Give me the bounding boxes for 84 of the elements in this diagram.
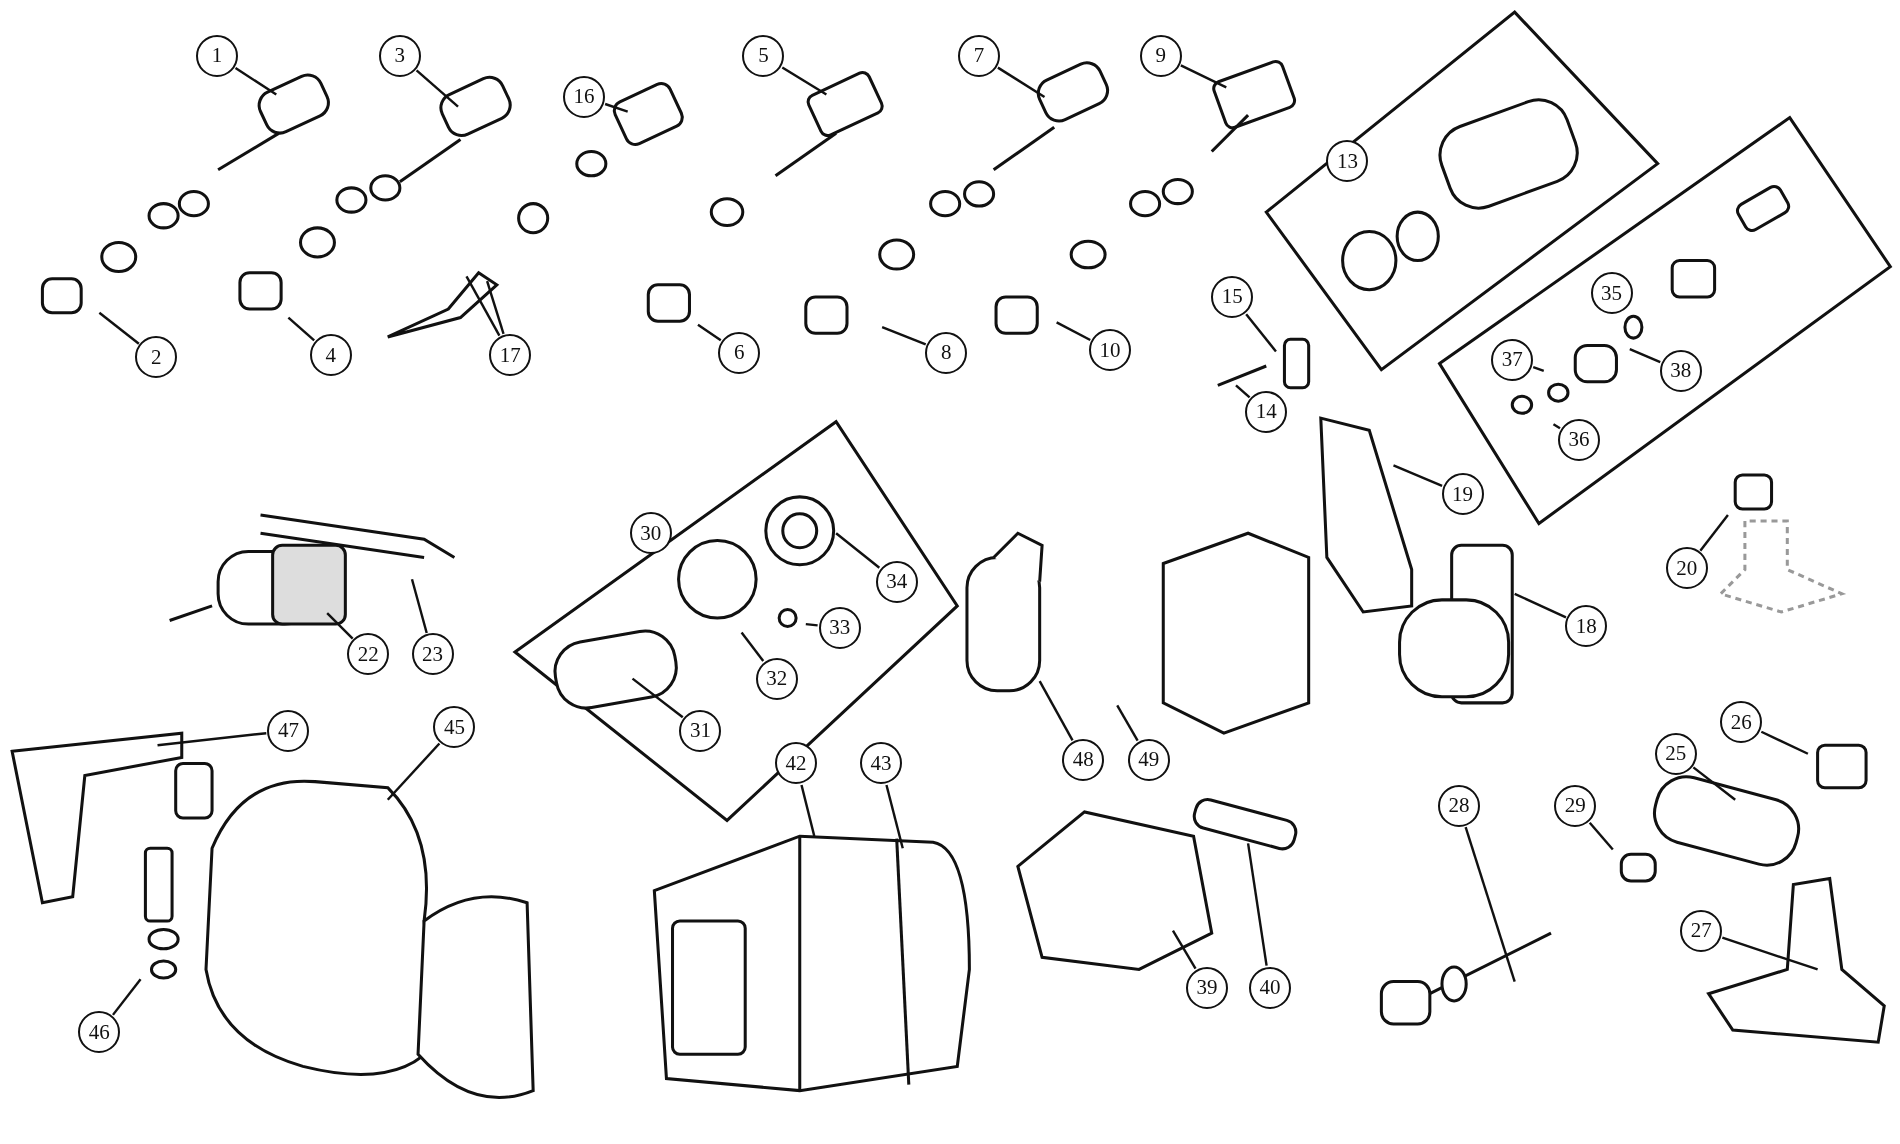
leader-line xyxy=(1629,347,1661,364)
leader-line xyxy=(835,532,881,569)
leader-line xyxy=(465,275,501,337)
callout-number: 7 xyxy=(958,34,1001,77)
leader-line xyxy=(740,631,765,662)
leader-line xyxy=(326,612,354,640)
callout-number: 27 xyxy=(1680,909,1723,952)
callout-number: 40 xyxy=(1248,966,1291,1009)
callout-number: 9 xyxy=(1139,34,1182,77)
leader-line xyxy=(805,622,818,627)
callout-number: 37 xyxy=(1491,338,1534,381)
callout-number: 19 xyxy=(1441,473,1484,516)
leader-line xyxy=(1692,766,1736,801)
callout-number: 8 xyxy=(925,331,968,374)
callout-number: 30 xyxy=(629,512,672,555)
leader-line xyxy=(1699,514,1729,552)
callout-number: 14 xyxy=(1245,391,1288,433)
callout-number: 15 xyxy=(1211,275,1254,318)
leader-line xyxy=(1552,423,1561,430)
callout-number: 31 xyxy=(679,709,722,752)
callout-number: 6 xyxy=(718,331,761,374)
leader-line xyxy=(881,326,927,346)
leader-line xyxy=(1532,366,1545,372)
callout-number: 3 xyxy=(378,34,421,77)
leader-line xyxy=(1171,930,1197,970)
callout-number: 4 xyxy=(309,334,352,377)
callout-number: 45 xyxy=(433,706,476,749)
leader-line xyxy=(1514,592,1567,619)
callout-number: 35 xyxy=(1590,272,1633,315)
leader-line xyxy=(287,316,315,342)
callout-number: 18 xyxy=(1565,605,1608,648)
callout-number: 1 xyxy=(195,34,238,77)
callout-number: 23 xyxy=(411,633,454,676)
leader-line xyxy=(1235,384,1251,399)
callout-number: 48 xyxy=(1062,738,1105,781)
callout-number: 43 xyxy=(859,742,902,785)
callout-number: 46 xyxy=(78,1011,121,1054)
leader-line xyxy=(997,66,1046,99)
leader-line xyxy=(1588,821,1614,851)
leader-line xyxy=(1245,313,1277,353)
callout-number: 17 xyxy=(489,334,532,377)
callout-number: 36 xyxy=(1557,418,1600,461)
leader-line xyxy=(604,102,629,113)
leader-line xyxy=(781,66,828,96)
leader-line xyxy=(1038,680,1074,741)
callout-number: 34 xyxy=(875,560,918,603)
callout-number: 38 xyxy=(1659,349,1702,392)
leader-line xyxy=(885,784,904,849)
leader-line xyxy=(800,784,816,837)
callout-number: 22 xyxy=(347,633,390,676)
leader-line xyxy=(697,323,722,342)
callout-number: 13 xyxy=(1326,140,1369,183)
leader-line xyxy=(1116,704,1139,742)
callout-number: 47 xyxy=(267,709,310,752)
leader-line xyxy=(1760,730,1809,755)
leader-line xyxy=(1464,826,1516,982)
leader-line xyxy=(415,69,459,108)
callout-number: 26 xyxy=(1720,701,1763,744)
leader-line xyxy=(1246,843,1268,966)
leader-line xyxy=(1180,64,1227,89)
callout-number: 29 xyxy=(1554,784,1597,827)
callout-number: 42 xyxy=(775,742,818,785)
leader-line xyxy=(234,66,277,96)
leader-line xyxy=(112,978,142,1016)
leader-line xyxy=(98,311,140,345)
leader-line xyxy=(631,677,684,719)
callout-number: 25 xyxy=(1654,732,1697,775)
callout-number: 28 xyxy=(1437,784,1480,827)
callout-number: 5 xyxy=(742,34,785,77)
leader-line xyxy=(157,732,267,747)
callout-number: 20 xyxy=(1665,547,1708,590)
leader-line xyxy=(410,578,428,634)
callout-number: 49 xyxy=(1127,738,1170,781)
leader-line xyxy=(1721,936,1818,971)
leader-line xyxy=(1056,321,1091,342)
callout-number: 39 xyxy=(1185,966,1228,1009)
leader-line xyxy=(485,280,505,335)
leader-line xyxy=(1393,464,1443,487)
callout-number: 10 xyxy=(1088,329,1131,372)
callout-number: 33 xyxy=(818,606,861,649)
callout-number: 32 xyxy=(755,657,798,700)
leader-line xyxy=(386,742,441,801)
callout-number: 16 xyxy=(563,75,606,118)
callout-number: 2 xyxy=(135,336,178,379)
